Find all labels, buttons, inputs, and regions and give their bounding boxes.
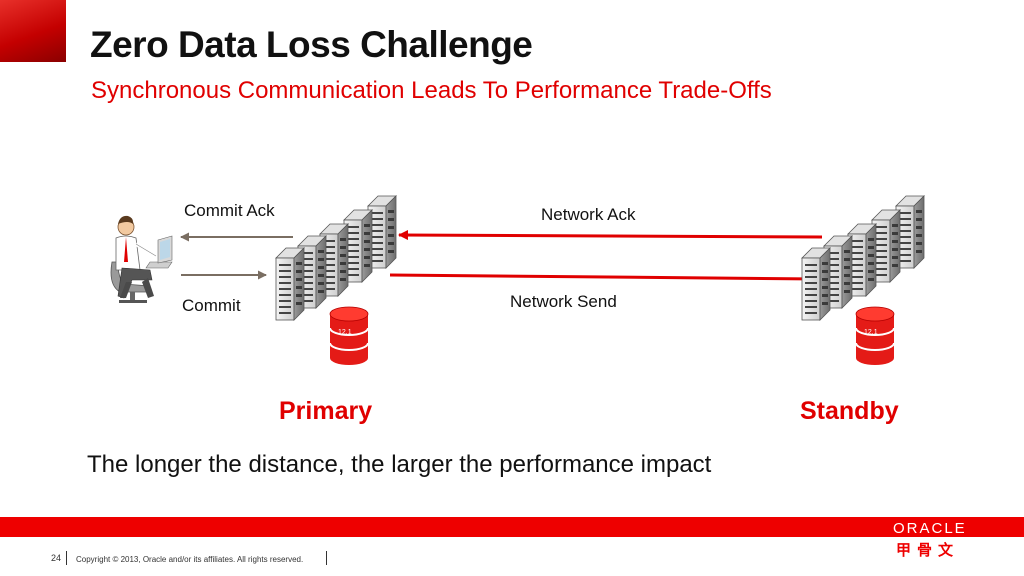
slide-title: Zero Data Loss Challenge: [90, 24, 533, 65]
corner-accent-block: [0, 0, 66, 62]
network-send-label: Network Send: [510, 292, 617, 311]
commit-ack-label: Commit Ack: [184, 201, 275, 220]
primary-label: Primary: [279, 397, 373, 425]
primary-server-icon: [275, 195, 397, 321]
network-ack-label: Network Ack: [541, 205, 636, 224]
slide-subtitle: Synchronous Communication Leads To Perfo…: [91, 77, 772, 104]
primary-database-icon: 12.1: [329, 306, 369, 366]
network-ack-arrow: [398, 230, 823, 241]
primary-db-label: 12.1: [338, 329, 352, 336]
user-at-desk-icon: [110, 215, 173, 303]
standby-database-icon: 12.1: [855, 306, 895, 366]
standby-label: Standby: [800, 397, 899, 425]
commit-label: Commit: [182, 296, 241, 315]
standby-server-icon: [801, 195, 925, 321]
oracle-chinese-logo: 甲骨文: [896, 542, 960, 559]
slide-number: 24: [51, 553, 62, 563]
impact-statement: The longer the distance, the larger the …: [87, 451, 712, 478]
footer: [0, 537, 1024, 576]
copyright-text: Copyright © 2013, Oracle and/or its affi…: [76, 555, 304, 564]
standby-db-label: 12.1: [864, 329, 878, 336]
footer-divider: [326, 551, 327, 565]
oracle-logo: ORACLE: [893, 520, 967, 537]
network-send-arrow: [389, 273, 819, 284]
footer-divider: [66, 551, 67, 565]
footer-bar: [0, 517, 1024, 537]
